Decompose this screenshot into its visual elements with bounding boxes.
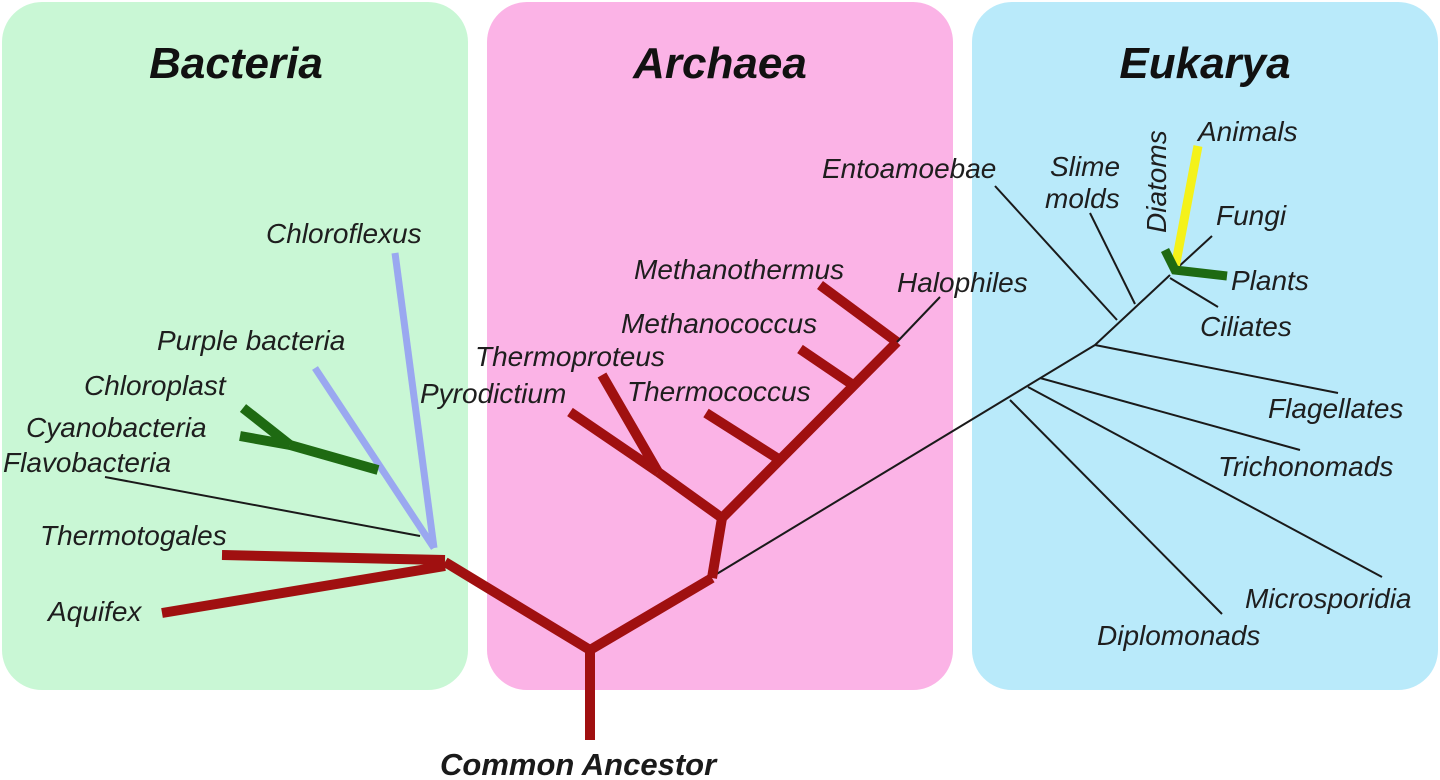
branch-methanococcus: [797, 344, 856, 390]
archaea-panel: [487, 2, 953, 690]
label-molds: molds: [1045, 183, 1120, 214]
label-plants: Plants: [1231, 265, 1309, 296]
bacteria-title: Bacteria: [149, 39, 323, 88]
green-branches: [239, 404, 380, 475]
label-thermococcus: Thermococcus: [627, 376, 811, 407]
archaea-title: Archaea: [632, 39, 807, 88]
archaea-stem-lower: [707, 517, 727, 579]
label-cyanobacteria: Cyanobacteria: [26, 412, 207, 443]
branch-slime-molds: [1089, 212, 1136, 305]
label-flagellates: Flagellates: [1268, 393, 1403, 424]
label-ciliates: Ciliates: [1200, 311, 1292, 342]
label-animals: Animals: [1196, 116, 1298, 147]
label-microsporidia: Microsporidia: [1245, 583, 1412, 614]
label-chloroflexus: Chloroflexus: [266, 218, 422, 249]
branch-diatoms-plants: [1160, 247, 1228, 281]
branch-chloroflexus: [391, 252, 438, 549]
branch-aquifex: [161, 561, 446, 618]
label-diatoms: Diatoms: [1141, 130, 1172, 233]
branch-diplomonads: [1009, 399, 1223, 615]
branch-flagellates: [1094, 344, 1339, 394]
label-thermotogales: Thermotogales: [40, 520, 227, 551]
branch-thermotogales: [221, 550, 446, 565]
label-diplomonads: Diplomonads: [1097, 620, 1260, 651]
branch-entoamoebae: [994, 185, 1118, 321]
label-aquifex: Aquifex: [46, 596, 142, 627]
label-trichonomads: Trichonomads: [1218, 451, 1393, 482]
label-pyrodictium: Pyrodictium: [420, 378, 566, 409]
branch-thermoproteus: [597, 372, 663, 475]
branch-cyanobacteria-stem: [288, 440, 380, 475]
eukarya-panel: [972, 2, 1438, 690]
bacteria-panel: [2, 2, 468, 690]
eukarya-branches: [714, 145, 1383, 615]
label-entoamoebae: Entoamoebae: [822, 153, 996, 184]
branch-ciliates: [1169, 277, 1219, 308]
branch-animals: [1170, 145, 1203, 269]
branch-to-archaea: [587, 573, 715, 655]
eukarya-stem: [1094, 274, 1171, 346]
label-slime: Slime: [1050, 151, 1120, 182]
eukarya-title: Eukarya: [1119, 39, 1290, 88]
branch-thermoproteus-group: [655, 467, 725, 523]
branch-to-bacteria: [442, 557, 593, 655]
branch-cyanobacteria: [239, 431, 291, 450]
label-thermoproteus: Thermoproteus: [475, 341, 665, 372]
branch-pyrodictium: [567, 407, 661, 477]
branch-fungi: [1174, 235, 1213, 271]
branch-methanothermus: [817, 280, 900, 347]
label-purple-bacteria: Purple bacteria: [157, 325, 345, 356]
label-chloroplast: Chloroplast: [84, 370, 227, 401]
branch-flavobacteria: [104, 476, 421, 537]
label-fungi: Fungi: [1216, 200, 1287, 231]
label-common-ancestor: Common Ancestor: [440, 747, 718, 780]
label-methanothermus: Methanothermus: [634, 254, 844, 285]
label-halophiles: Halophiles: [897, 267, 1028, 298]
branch-purple-bacteria: [312, 366, 437, 550]
branch-thermococcus: [703, 408, 783, 465]
branch-to-eukarya: [714, 344, 1096, 576]
blue-branches: [312, 252, 438, 550]
branch-trichonomads: [1039, 377, 1301, 451]
main-red-branches: [161, 280, 901, 740]
label-methanococcus: Methanococcus: [621, 308, 817, 339]
branch-halophiles: [896, 296, 941, 343]
branch-microsporidia: [1027, 386, 1383, 578]
archaea-stem-upper: [718, 338, 901, 522]
label-flavobacteria: Flavobacteria: [3, 447, 171, 478]
